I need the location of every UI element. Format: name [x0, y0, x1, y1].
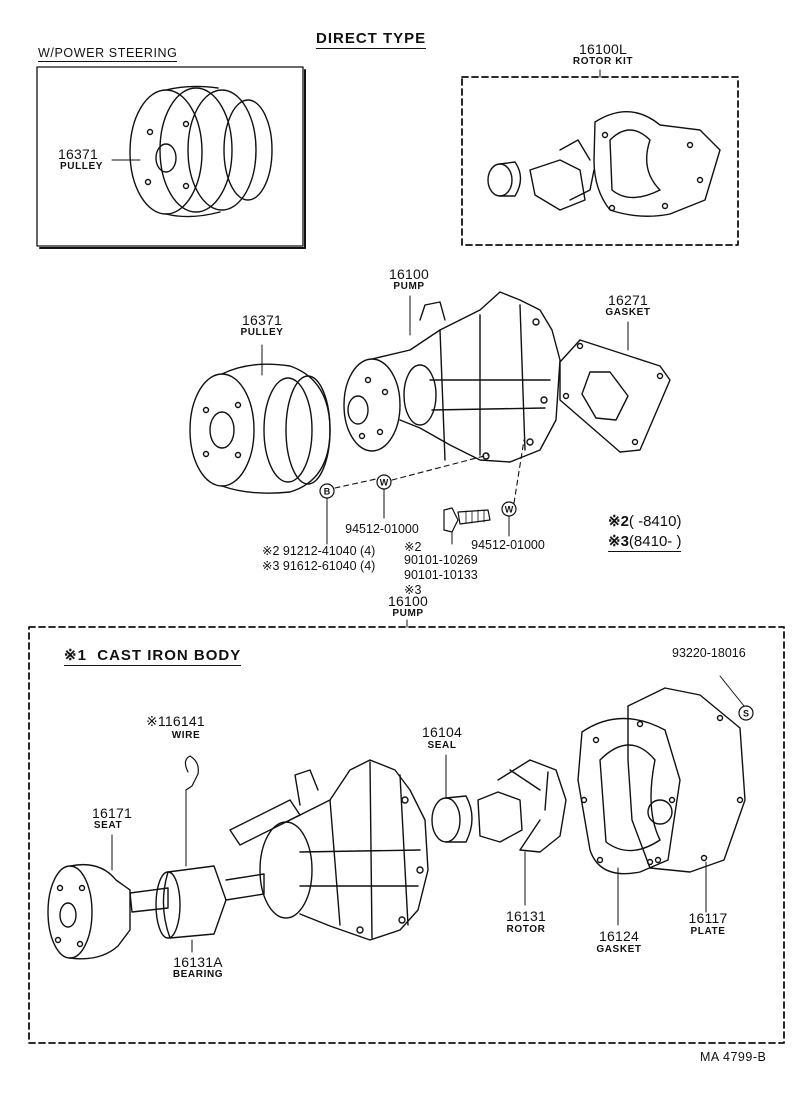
bearing-drawing: [129, 755, 265, 953]
bolt-b-number2: 90101-10269: [404, 553, 478, 567]
bolt-a-row1: ※2 91212-41040 (4): [262, 544, 376, 558]
plate-drawing: [627, 675, 754, 913]
cast-iron-mark: ※1: [64, 647, 87, 664]
legend-text-2: ( -8410): [628, 513, 682, 530]
gasket-drawing: [559, 321, 671, 453]
gasket2-number: 16124: [599, 928, 639, 944]
seat-number: 16171: [92, 805, 132, 821]
legend-mark-2: ※2: [608, 513, 629, 530]
pulley-number: 16371: [242, 312, 282, 328]
gasket2-name: GASKET: [596, 944, 642, 955]
pump-name: PUMP: [393, 281, 425, 292]
rotor-drawing: [477, 759, 567, 906]
washer2-callout-letter: W: [505, 505, 514, 515]
rotor-kit-name: ROTOR KIT: [572, 56, 634, 67]
gasket2-drawing: [577, 717, 681, 926]
direct-type-heading: DIRECT TYPE: [316, 30, 427, 49]
footer-code: MA 4799-B: [700, 1050, 767, 1064]
pump-drawing: [343, 291, 561, 463]
seat-name: SEAT: [93, 820, 123, 831]
power-steering-heading: W/POWER STEERING: [38, 46, 178, 62]
gasket-name: GASKET: [605, 307, 651, 318]
pulley-ps-name: PULLEY: [60, 161, 104, 172]
bolt-callout-letter: B: [324, 487, 331, 497]
plate-name: PLATE: [690, 926, 726, 937]
bolt-b-mark2: ※2: [404, 540, 422, 554]
stud-s-callout: [738, 705, 754, 721]
pulley-ps-number: 16371: [58, 146, 98, 162]
wire-number: 16141: [165, 713, 205, 729]
legend-mark-3: ※3: [608, 533, 629, 550]
seat-drawing: [47, 834, 131, 960]
bolt-a-row2: ※3 91612-61040 (4): [262, 559, 376, 573]
cast-iron-title: CAST IRON BODY: [97, 647, 242, 664]
seal-drawing: [431, 754, 473, 843]
bolt-b-mark3: ※3: [404, 583, 422, 597]
pump2-name: PUMP: [392, 608, 424, 619]
legend-row-3: ※3(8410- ): [608, 532, 682, 552]
lower-pump-drawing: [229, 759, 429, 941]
rotor-number: 16131: [506, 908, 546, 924]
ps-pulley-drawing: [111, 85, 273, 218]
rotor-kit-box: [461, 76, 739, 246]
stud-callout-letter: S: [743, 709, 749, 719]
cast-iron-box: [28, 626, 785, 1044]
pump2-number: 16100: [388, 593, 428, 609]
plate-number: 16117: [688, 910, 728, 926]
bearing-name: BEARING: [172, 969, 224, 980]
wire-mark: ※1: [146, 713, 166, 729]
power-steering-box: [36, 66, 304, 247]
rotor-kit-drawing: [487, 111, 721, 217]
seal-name: SEAL: [427, 740, 457, 751]
washer-a-number: 94512-01000: [345, 522, 419, 536]
wire-name: WIRE: [171, 730, 201, 741]
washer-b-number: 94512-01000: [471, 538, 545, 552]
rotor-kit-number: 16100L: [579, 41, 627, 57]
pulley-drawing: [189, 344, 331, 494]
pump-number: 16100: [389, 266, 429, 282]
middle-callouts: [319, 439, 525, 545]
bolt-b-number3: 90101-10133: [404, 568, 478, 582]
cast-iron-heading: ※1 CAST IRON BODY: [64, 646, 242, 666]
stud-number: 93220-18016: [672, 646, 746, 660]
seal-number: 16104: [422, 724, 462, 740]
wire-label: ※116141: [146, 713, 205, 730]
gasket-number: 16271: [608, 292, 648, 308]
washer-callout-letter: W: [380, 478, 389, 488]
legend-text-3: (8410- ): [628, 533, 682, 550]
rotor-name: ROTOR: [506, 924, 546, 935]
legend-row-2: ※2( -8410): [608, 512, 681, 530]
bearing-number: 16131A: [173, 954, 223, 970]
pulley-name: PULLEY: [240, 327, 284, 338]
